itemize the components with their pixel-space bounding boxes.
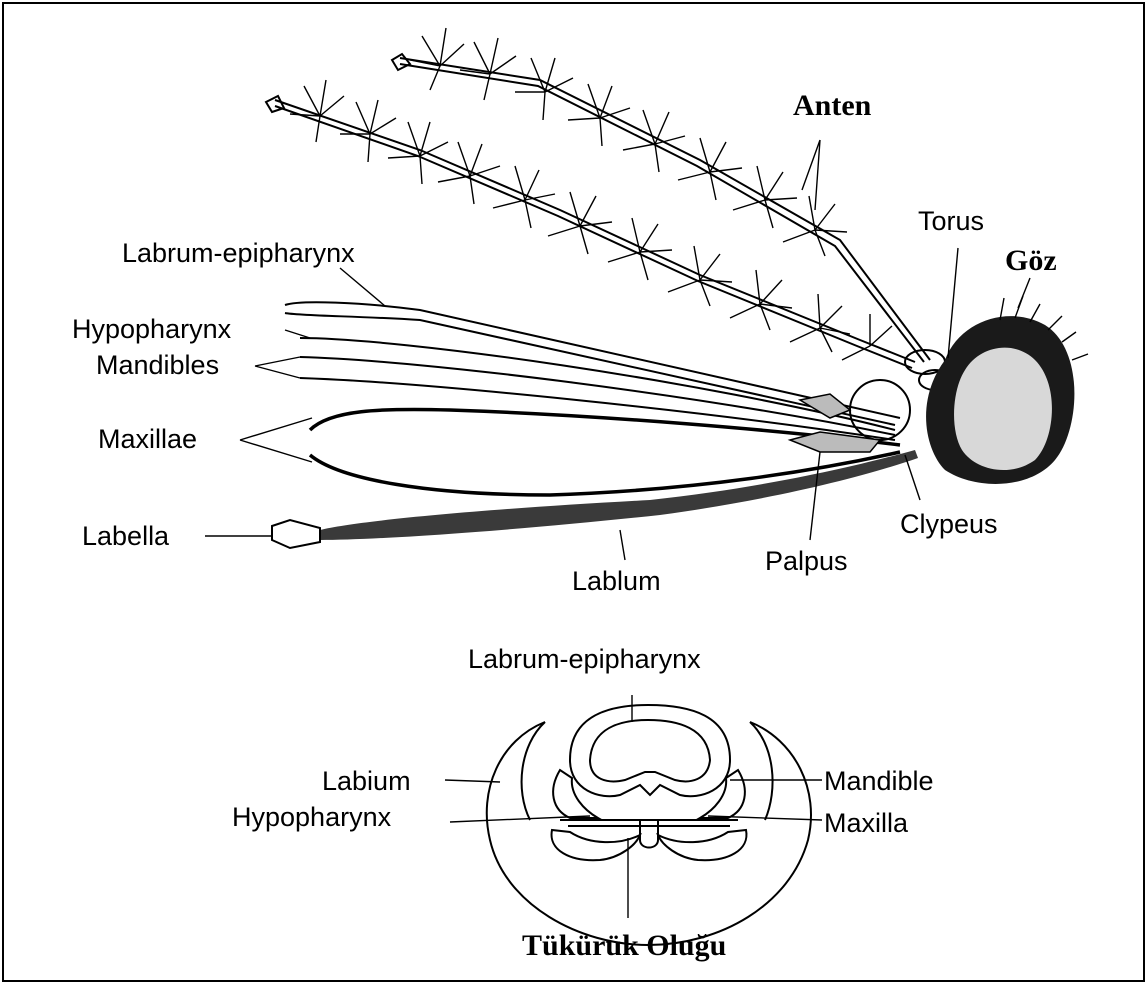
label-maxillae: Maxillae xyxy=(98,424,197,454)
label-labella: Labella xyxy=(82,521,170,551)
label-palpus: Palpus xyxy=(765,546,848,576)
label-torus: Torus xyxy=(918,206,984,236)
label-lablum: Lablum xyxy=(572,566,661,596)
label-mandibles: Mandibles xyxy=(96,350,219,380)
cs-label-labium: Labium xyxy=(322,766,411,796)
cs-label-tukuruk-olugu: Tükürük Oluğu xyxy=(522,929,726,962)
label-labrum-epipharynx: Labrum-epipharynx xyxy=(122,238,355,268)
label-goz: Göz xyxy=(1005,244,1057,277)
cs-label-maxilla: Maxilla xyxy=(824,808,909,838)
label-hypopharynx: Hypopharynx xyxy=(72,314,232,344)
cs-label-hypopharynx: Hypopharynx xyxy=(232,802,392,832)
label-anten: Anten xyxy=(793,89,872,122)
cs-label-mandible: Mandible xyxy=(824,766,934,796)
cs-label-labrum-epipharynx: Labrum-epipharynx xyxy=(468,644,701,674)
label-clypeus: Clypeus xyxy=(900,509,998,539)
